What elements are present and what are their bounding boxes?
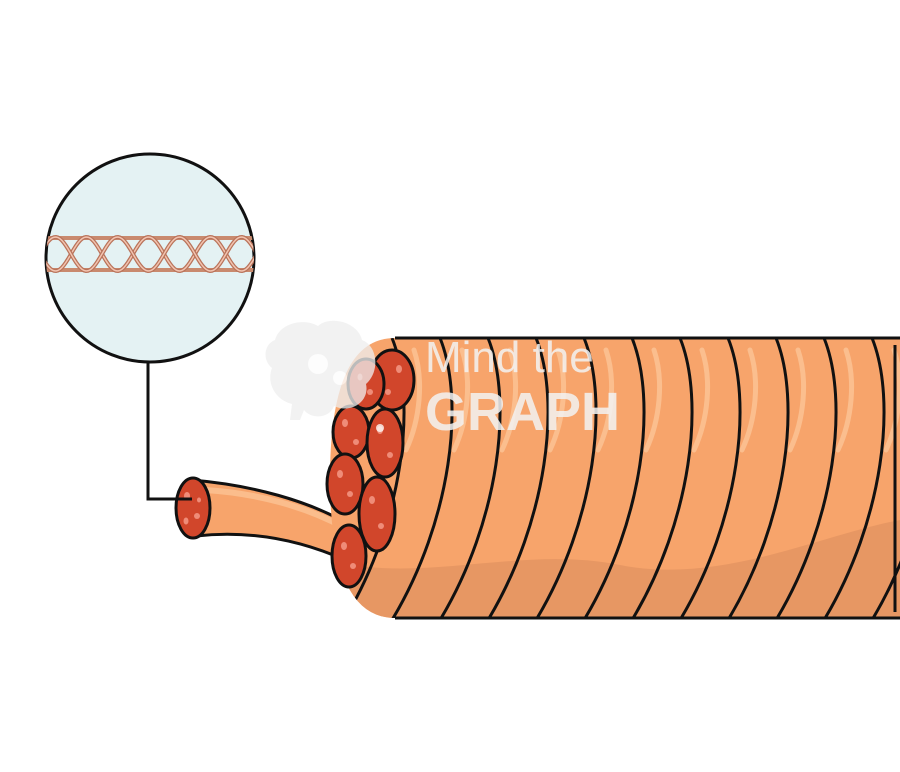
coil-strand-highlight bbox=[643, 347, 663, 453]
coil-strand-highlight bbox=[403, 347, 423, 453]
bundle-end-4 bbox=[365, 407, 405, 479]
coil-strands bbox=[342, 338, 900, 618]
watermark: Mind the GRAPH bbox=[265, 320, 620, 442]
twisted-strands bbox=[46, 234, 254, 274]
coil-strand-highlight bbox=[739, 347, 759, 453]
brain-head-icon bbox=[265, 320, 384, 432]
bundle-end-7 bbox=[330, 523, 368, 589]
bundle-end-5 bbox=[325, 452, 365, 516]
coil-strand-highlight bbox=[547, 347, 567, 453]
coil-strand-line bbox=[822, 338, 886, 618]
magnifier-circle bbox=[44, 152, 256, 364]
coil-strand-highlight bbox=[835, 347, 855, 453]
coil-strand-highlight bbox=[787, 347, 807, 453]
coil-highlights bbox=[403, 347, 900, 453]
coil-strand-highlight bbox=[499, 347, 519, 453]
coil-strand-line bbox=[486, 338, 550, 618]
coil-strand-highlight bbox=[451, 347, 471, 453]
coil-strand-line bbox=[678, 338, 742, 618]
bundle-end-3 bbox=[331, 404, 371, 460]
fiber-end-cap bbox=[174, 476, 212, 540]
coil-strand-highlight bbox=[691, 347, 711, 453]
coil-strand-highlight bbox=[595, 347, 615, 453]
watermark-line2: GRAPH bbox=[425, 382, 620, 442]
coil-strand-line bbox=[870, 338, 900, 618]
callout-line bbox=[146, 362, 192, 501]
coil-strand-line bbox=[774, 338, 838, 618]
single-fiber bbox=[174, 476, 357, 562]
coil-strand-line bbox=[534, 338, 598, 618]
coil-strand-line bbox=[438, 338, 502, 618]
coil-strand-line bbox=[630, 338, 694, 618]
watermark-line1: Mind the bbox=[425, 333, 594, 382]
coil-strand-highlight bbox=[883, 347, 900, 453]
coil-strand-line bbox=[582, 338, 646, 618]
bundle-end-6 bbox=[357, 475, 397, 553]
coiled-bundle bbox=[330, 336, 900, 620]
coil-strand-line bbox=[726, 338, 790, 618]
coil-strand-line bbox=[390, 338, 454, 618]
